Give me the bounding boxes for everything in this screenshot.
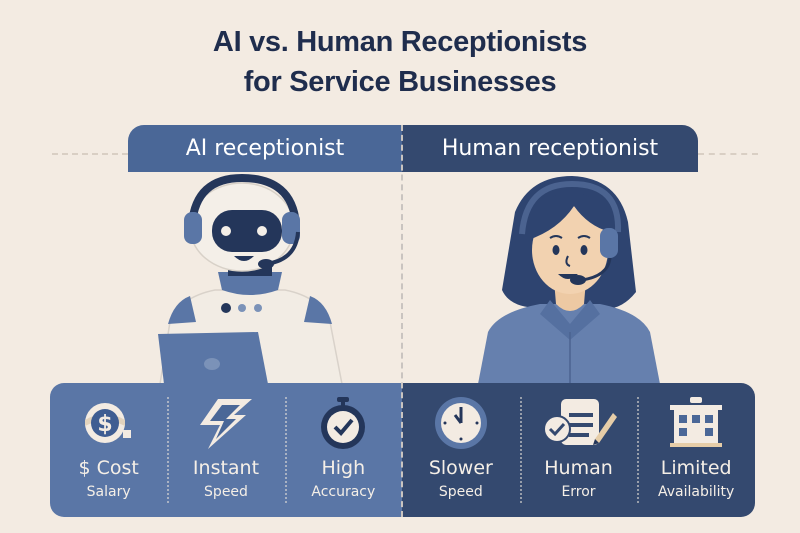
ai-feature-speed-sub: Speed <box>204 484 248 500</box>
page-title: AI vs. Human Receptionists for Service B… <box>0 22 800 102</box>
stopwatch-check-icon <box>315 393 371 453</box>
ai-receptionist-header: AI receptionist <box>128 125 402 172</box>
human-feature-error-sub: Error <box>561 484 596 500</box>
ai-feature-accuracy-sub: Accuracy <box>311 484 376 500</box>
clock-icon <box>433 393 489 453</box>
title-line-1: AI vs. Human Receptionists <box>212 26 588 58</box>
ai-header-label: AI receptionist <box>185 136 345 161</box>
ai-feature-speed: Instant Speed <box>167 383 284 517</box>
human-header-label: Human receptionist <box>441 136 659 161</box>
human-feature-availability-sub: Availability <box>658 484 735 500</box>
human-receptionist-header: Human receptionist <box>402 125 698 172</box>
ai-feature-cost: $ $ Cost Salary <box>50 383 167 517</box>
right-dashed-line <box>698 153 758 155</box>
human-feature-speed-main: Slower <box>428 457 493 479</box>
building-icon <box>666 393 726 453</box>
center-divider <box>401 125 403 517</box>
ai-feature-speed-main: Instant <box>192 457 260 479</box>
human-feature-availability: Limited Availability <box>637 383 755 517</box>
title-line-2: for Service Businesses <box>243 66 557 98</box>
lightning-bolt-icon <box>194 393 258 453</box>
svg-text:$: $ <box>97 412 112 437</box>
left-dashed-line <box>52 153 128 155</box>
ai-feature-cost-sub: Salary <box>86 484 131 500</box>
human-feature-speed: Slower Speed <box>402 383 520 517</box>
dollar-coin-icon: $ <box>79 393 139 453</box>
human-feature-speed-sub: Speed <box>438 484 483 500</box>
human-feature-error: Human Error <box>519 383 638 517</box>
human-illustration <box>450 172 690 384</box>
ai-feature-accuracy-main: High <box>321 457 366 479</box>
robot-illustration <box>130 172 370 385</box>
ai-features-panel: $ $ Cost Salary Instant Speed High <box>50 383 402 517</box>
human-feature-error-main: Human <box>544 457 613 479</box>
human-features-panel: Slower Speed Human Error <box>402 383 755 517</box>
document-check-pencil-icon <box>539 393 619 453</box>
human-feature-availability-main: Limited <box>660 457 732 479</box>
ai-feature-accuracy: High Accuracy <box>284 383 402 517</box>
ai-feature-cost-main: $ Cost <box>78 457 139 479</box>
